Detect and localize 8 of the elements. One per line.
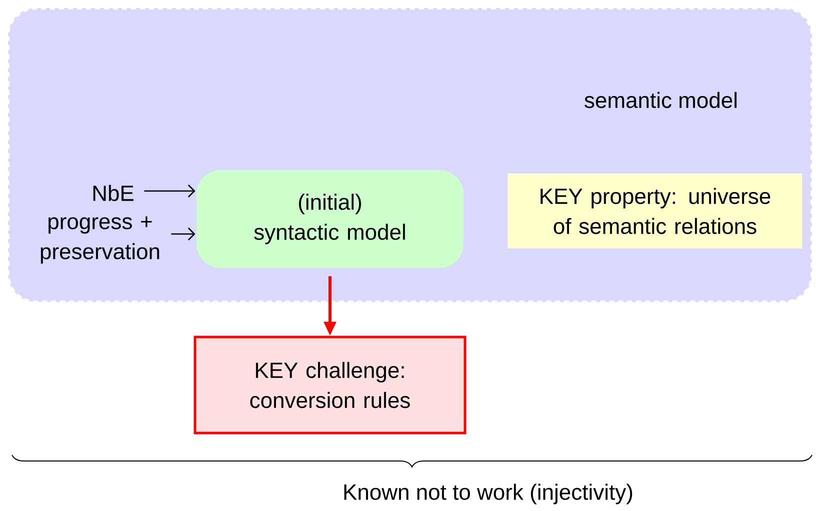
note-box: KEY property: universe of semantic relations <box>508 174 802 248</box>
arrow <box>171 228 196 240</box>
model-box: (initial) syntactic model <box>196 170 464 268</box>
text-label: NbE <box>93 184 134 202</box>
note-box: KEY challenge: conversion rules <box>194 336 466 434</box>
caption-text: Known not to work (injectivity) <box>344 484 632 504</box>
text-label: progress + preservation <box>40 216 160 264</box>
arrow <box>144 184 196 198</box>
